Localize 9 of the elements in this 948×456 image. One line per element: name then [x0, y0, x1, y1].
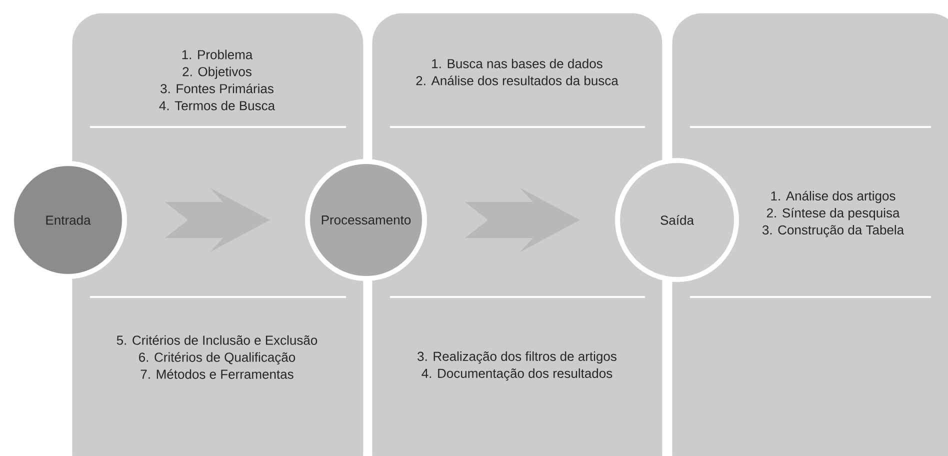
node-label: 3. Fontes Primárias: [160, 84, 274, 94]
step-list: 3. Realização dos filtros de artigos 4. Documentação dos resultados: [418, 351, 616, 381]
node-label: 1. Problema: [182, 50, 253, 60]
node-label: 2. Objetivos: [182, 66, 252, 79]
step-list: 1. Busca nas bases de dados 2. Análise dos resultados da busca: [416, 58, 618, 86]
step-list: 1. Análise dos artigos 2. Síntese da pesquisa 3. Construção da Tabela: [762, 190, 904, 238]
step-list: 5. Critérios de Inclusão e Exclusão 6. Critérios de Qualificação 7. Métodos e Ferramentas: [116, 335, 318, 379]
step-list: 1. Problema 2. Objetivos 3. Fontes Primárias 4. Termos de Busca: [159, 50, 276, 110]
node-label: 4. Termos de Busca: [159, 100, 276, 110]
